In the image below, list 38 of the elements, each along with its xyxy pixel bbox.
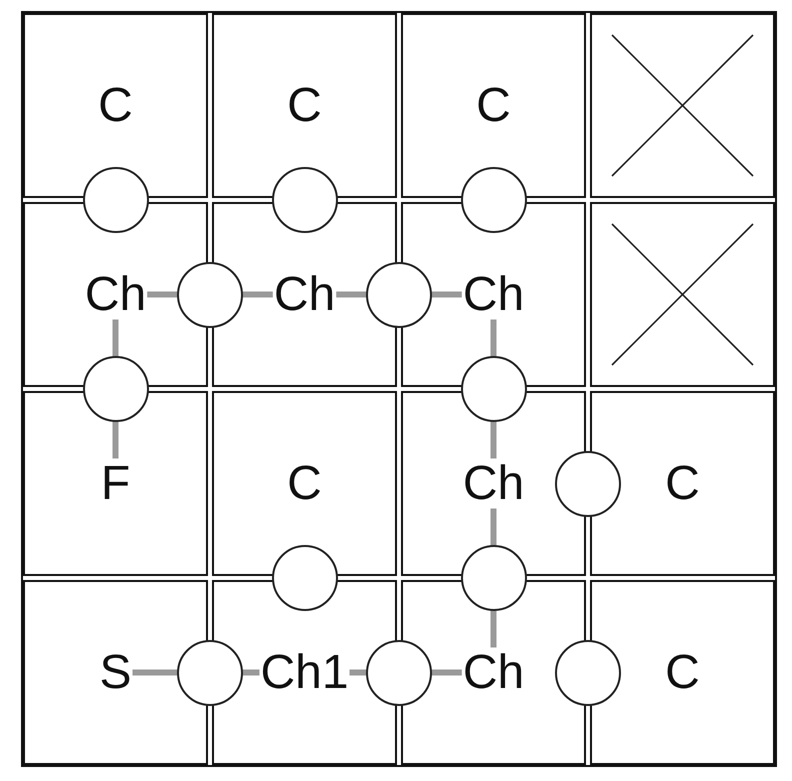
- route-line: [147, 292, 178, 298]
- room-label: C: [98, 82, 133, 130]
- route-line: [431, 670, 462, 676]
- room-cell: [590, 580, 775, 765]
- route-line: [490, 421, 496, 458]
- room-label: C: [287, 82, 322, 130]
- room-cell: [212, 13, 397, 198]
- room-cell: [23, 391, 208, 576]
- room-label: Ch: [462, 270, 524, 318]
- route-line: [350, 670, 367, 676]
- route-line: [490, 508, 496, 546]
- crossed-cell: [590, 13, 775, 198]
- room-cell: [23, 13, 208, 198]
- room-cell: [401, 13, 586, 198]
- route-line: [112, 421, 118, 458]
- route-line: [112, 320, 118, 357]
- room-label: Ch: [462, 648, 524, 696]
- route-line: [336, 292, 367, 298]
- route-line: [431, 292, 462, 298]
- room-label: C: [665, 460, 700, 508]
- room-cell: [23, 580, 208, 765]
- room-label: S: [99, 648, 132, 696]
- room-label: Ch: [84, 270, 146, 318]
- room-cell: [212, 391, 397, 576]
- room-label: F: [100, 460, 130, 508]
- route-line: [490, 320, 496, 357]
- room-label: C: [476, 82, 511, 130]
- room-label: C: [287, 460, 322, 508]
- route-line: [490, 610, 496, 648]
- room-label: Ch1: [260, 648, 349, 696]
- room-label: C: [665, 648, 700, 696]
- room-label: Ch: [274, 270, 336, 318]
- route-line: [132, 670, 178, 676]
- room-cell: [590, 391, 775, 576]
- crossed-cell: [590, 202, 775, 387]
- room-label: Ch: [462, 460, 524, 508]
- route-line: [242, 670, 260, 676]
- route-line: [242, 292, 273, 298]
